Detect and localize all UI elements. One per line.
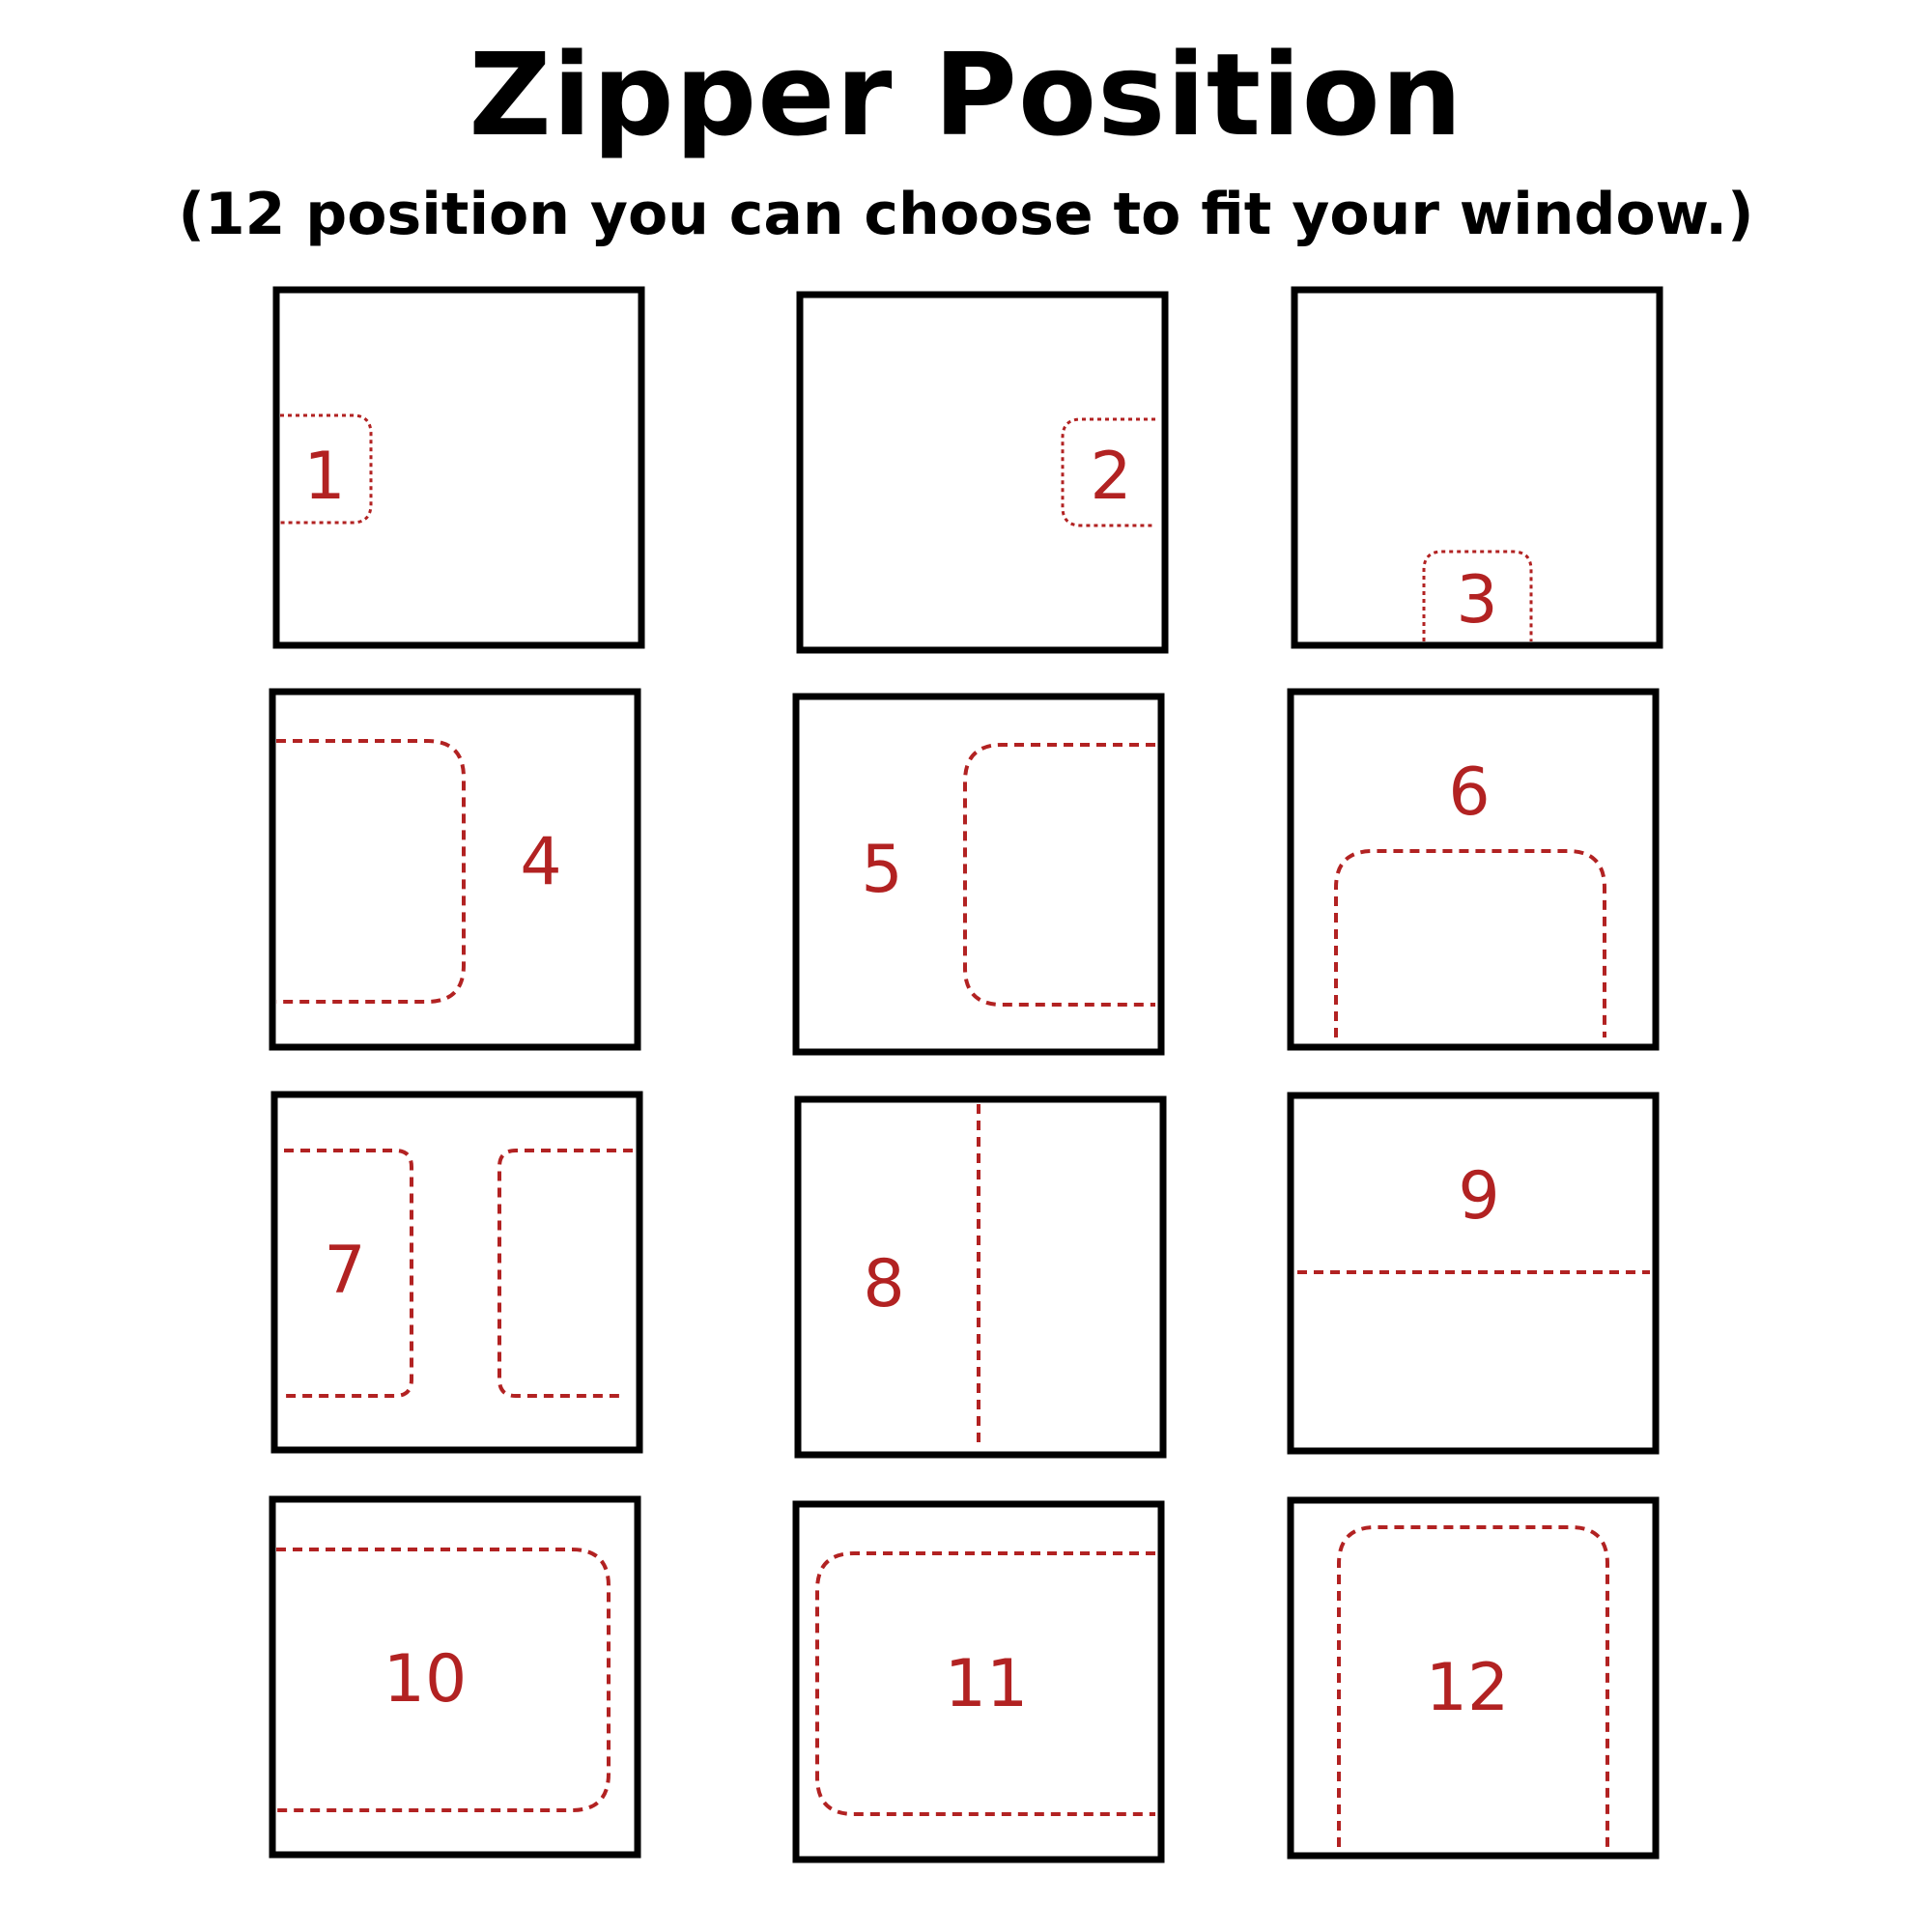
position-panel-12[interactable]: 12: [1287, 1496, 1660, 1860]
position-label: 6: [1448, 754, 1490, 831]
position-label: 10: [384, 1641, 468, 1718]
zipper-line: [1334, 849, 1606, 1037]
position-panel-2[interactable]: 2: [796, 291, 1169, 654]
position-label: 9: [1458, 1158, 1499, 1235]
zipper-line: [280, 413, 373, 525]
zipper-line: [276, 1548, 611, 1812]
window-frame: [269, 1495, 641, 1859]
position-panel-3[interactable]: 3: [1291, 286, 1663, 649]
window-frame: [272, 286, 645, 649]
window-frame: [1291, 286, 1663, 649]
position-panel-11[interactable]: 11: [792, 1500, 1165, 1863]
position-label: 7: [324, 1233, 365, 1309]
page-title: Zipper Position: [469, 28, 1463, 161]
position-panel-9[interactable]: 9: [1287, 1092, 1660, 1455]
window-frame: [1287, 1496, 1660, 1860]
position-label: 1: [303, 439, 345, 515]
position-panel-8[interactable]: 8: [794, 1095, 1167, 1459]
zipper-line: [1061, 417, 1155, 527]
position-panel-10[interactable]: 10: [269, 1495, 641, 1859]
window-frame: [1287, 688, 1660, 1051]
window-frame: [270, 1091, 643, 1454]
position-panel-7[interactable]: 7: [270, 1091, 643, 1454]
position-label: 12: [1426, 1650, 1510, 1726]
zipper-line: [1422, 550, 1533, 641]
position-label: 2: [1090, 439, 1131, 515]
position-label: 3: [1456, 562, 1497, 639]
window-frame: [794, 1095, 1167, 1459]
position-label: 5: [861, 832, 902, 908]
zipper-line: [815, 1551, 1155, 1816]
zipper-line: [497, 1149, 633, 1398]
window-frame: [269, 688, 641, 1051]
position-panel-4[interactable]: 4: [269, 688, 641, 1051]
zipper-line: [963, 743, 1155, 1007]
position-panel-1[interactable]: 1: [272, 286, 645, 649]
window-frame: [792, 1500, 1165, 1863]
position-panel-6[interactable]: 6: [1287, 688, 1660, 1051]
page-subtitle: (12 position you can choose to fit your …: [178, 181, 1754, 248]
zipper-line: [276, 739, 466, 1004]
window-frame: [792, 693, 1165, 1056]
position-label: 8: [863, 1246, 904, 1322]
position-panel-5[interactable]: 5: [792, 693, 1165, 1056]
position-label: 4: [520, 824, 561, 900]
zipper-line: [1337, 1525, 1609, 1847]
window-frame: [1287, 1092, 1660, 1455]
zipper-line: [284, 1149, 413, 1398]
window-frame: [796, 291, 1169, 654]
position-label: 11: [945, 1646, 1029, 1722]
